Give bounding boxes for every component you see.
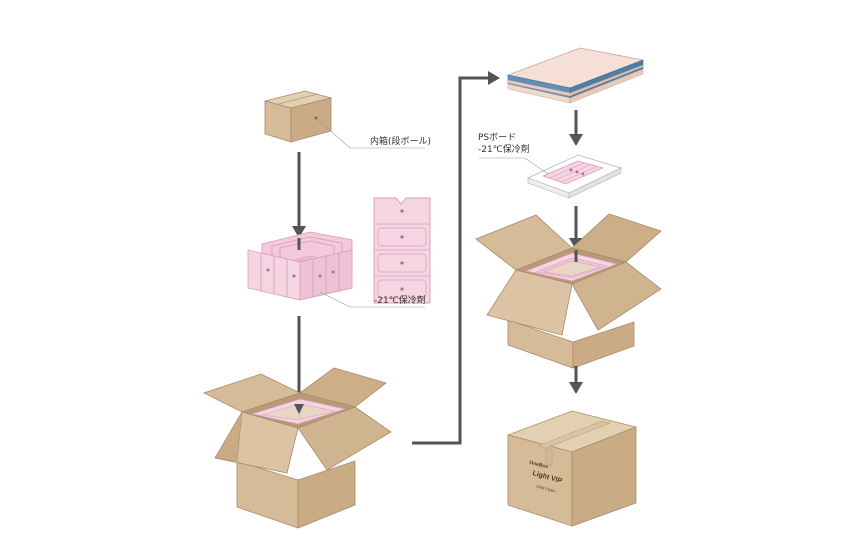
label-ps-board: PSボード [478,133,517,143]
label-inner-box: 内箱(段ボール) [370,137,432,147]
connector-arrow [412,71,500,445]
ps-board-with-coolant [526,154,623,199]
closed-shipping-box [506,410,638,527]
open-outer-box-right [475,213,662,369]
coolant-frame-assembly [247,231,353,301]
arrow-down-right-1 [569,110,583,146]
inner-box-leader-line [315,117,425,149]
ps-board-sheet [506,47,645,104]
ps-board-leader-line [479,157,549,175]
label-coolant-left: -21℃保冷剤 [374,296,426,306]
coolant-left-leader-line [319,291,425,308]
inner-cardboard-box [263,90,333,143]
arrow-into-box-left [294,404,304,414]
arrow-down-1 [292,152,306,238]
open-outer-box-left [202,367,392,529]
arrow-down-right-3 [569,366,583,394]
coolant-pack [373,197,431,304]
label-coolant-right: -21℃保冷剤 [478,145,530,155]
